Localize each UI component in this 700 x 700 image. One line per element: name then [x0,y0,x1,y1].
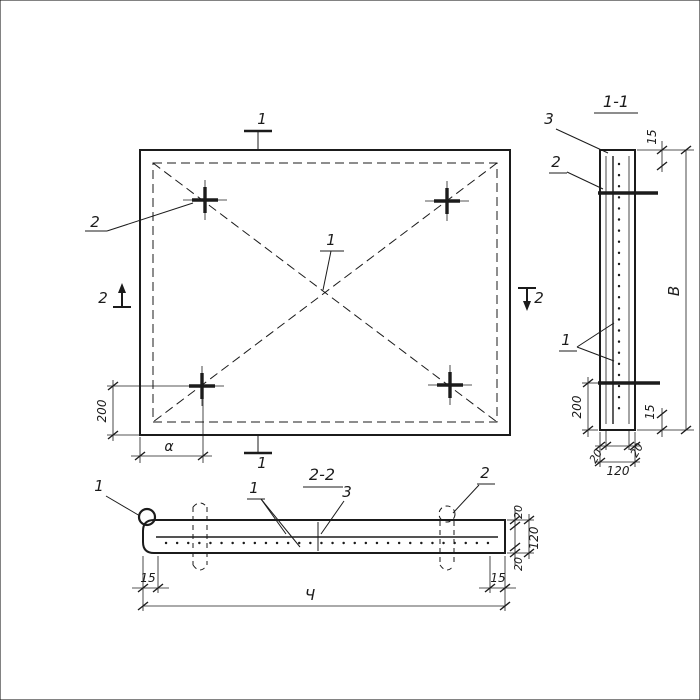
callout-label: 2 [480,464,490,482]
dim-label: 120 [607,464,630,478]
hidden-lifting-loop [192,502,208,571]
leader-line [105,495,141,517]
section-title: 2-2 [309,465,335,484]
leader-line [576,322,615,348]
dim-label: 15 [645,129,659,144]
callout-label: 1 [249,479,259,497]
leader-line [320,500,345,535]
dim-label: Ч [305,586,315,604]
lifting-loop-end [137,507,157,527]
cut-arrow [118,283,126,293]
section-title: 1-1 [603,92,629,111]
panel-inner-outline [152,162,498,423]
leader-line [260,498,301,548]
cut-mark-label: 1 [257,110,267,128]
section-outline [142,519,506,554]
lifting-point-marker [426,363,474,407]
dim-label: 20 [512,557,525,571]
dim-label: 15 [490,571,505,585]
cut-arrow [523,301,531,311]
section-2-2: 2-2 1 1 3 2 [94,464,541,611]
leader-line [576,346,615,362]
leader-line [452,484,480,514]
dim-label: 120 [527,526,541,549]
dim-label: 200 [95,399,109,422]
dim-label: 20 [628,441,646,460]
hidden-lifting-loop [438,505,456,571]
dim-label: 20 [512,505,525,519]
leader-line [555,128,609,154]
dim-label: 15 [140,571,155,585]
lifting-point-marker [423,179,471,223]
loop-callout-label: 2 [90,213,100,231]
cut-mark-label: 2 [534,289,544,307]
section-1-1: 1-1 3 2 1 15 В 15 [544,92,694,478]
callout-label: 2 [551,153,561,171]
leader-line [566,171,604,190]
leader-line [322,250,332,291]
plan-view: 2 1 1 1 2 2 200 α [85,110,544,472]
dim-label: 200 [570,395,584,418]
section-outline [599,149,636,431]
callout-label: 3 [544,110,554,128]
panel-outline [139,149,511,436]
dim-label: α [164,439,174,455]
cut-mark-label: 2 [98,289,108,307]
diagonal-line [152,162,498,423]
dim-label: В [665,286,683,296]
callout-label: 3 [342,483,352,501]
callout-label: 1 [561,331,571,349]
callout-label: 1 [94,477,104,495]
dim-label: 15 [643,404,657,419]
leader-line [106,202,194,232]
cut-mark-label: 1 [257,454,267,472]
panel-callout-label: 1 [326,231,336,249]
lifting-point-marker [178,364,226,408]
